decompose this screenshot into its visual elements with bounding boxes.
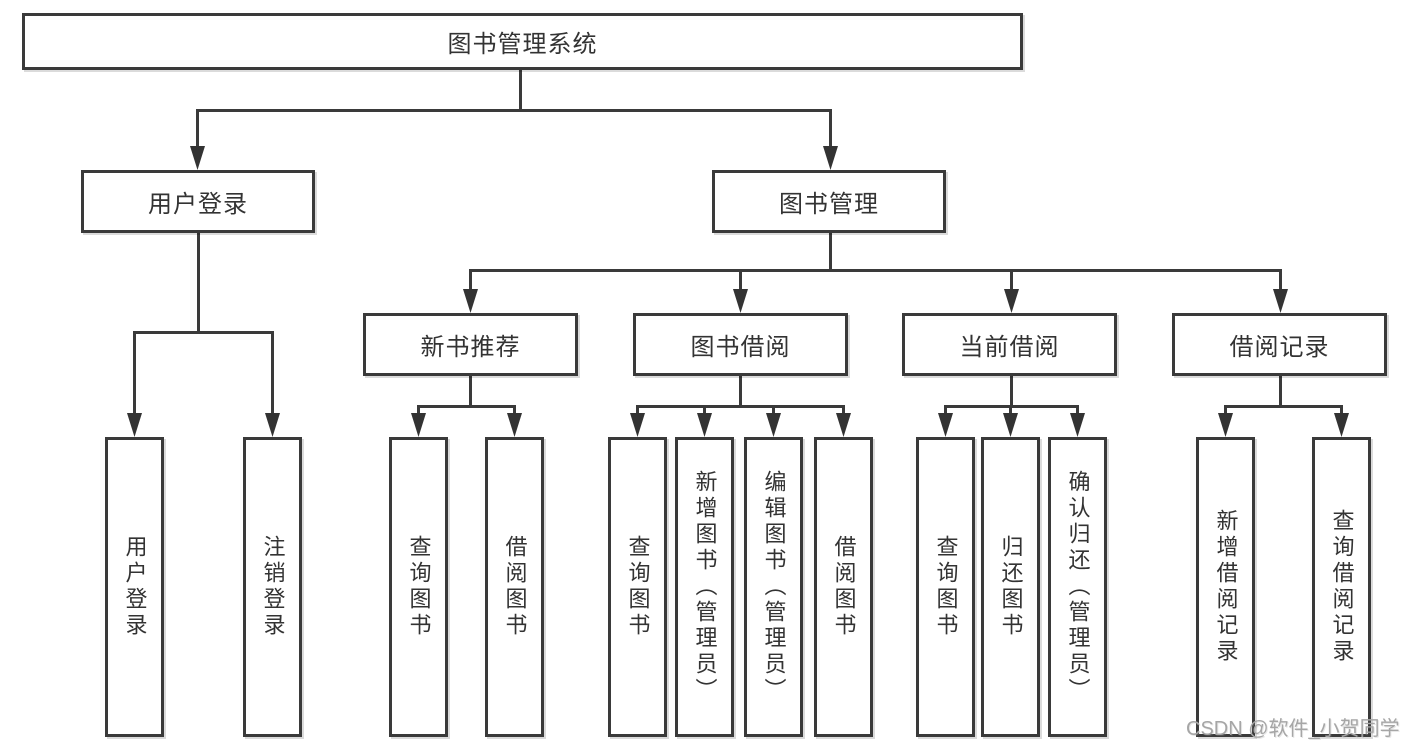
leaf-records-add-record-label: 新增借阅记录 xyxy=(1213,509,1239,665)
node-borrow-records: 借阅记录 xyxy=(1172,313,1387,376)
leaf-records-query-record: 查询借阅记录 xyxy=(1312,437,1371,737)
leaf-recommend-borrow-books: 借阅图书 xyxy=(485,437,544,737)
leaf-borrow-borrow-books: 借阅图书 xyxy=(814,437,873,737)
leaf-borrow-query-books: 查询图书 xyxy=(608,437,667,737)
leaf-logout-label: 注销登录 xyxy=(260,535,286,639)
leaf-borrow-add-books-admin-label: 新增图书（管理员） xyxy=(692,470,718,704)
leaf-borrow-edit-books-admin-label: 编辑图书（管理员） xyxy=(761,470,787,704)
leaf-borrow-edit-books-admin: 编辑图书（管理员） xyxy=(744,437,803,737)
node-current-borrow: 当前借阅 xyxy=(902,313,1117,376)
node-current-borrow-label: 当前借阅 xyxy=(959,334,1060,361)
leaf-current-return-books: 归还图书 xyxy=(981,437,1040,737)
node-book-management-label: 图书管理 xyxy=(779,191,879,218)
node-root: 图书管理系统 xyxy=(22,13,1023,70)
node-new-book-recommend: 新书推荐 xyxy=(363,313,578,376)
leaf-current-return-books-label: 归还图书 xyxy=(998,535,1024,639)
leaf-records-add-record: 新增借阅记录 xyxy=(1196,437,1255,737)
node-new-book-recommend-label: 新书推荐 xyxy=(420,334,521,361)
node-root-label: 图书管理系统 xyxy=(447,31,598,58)
leaf-current-confirm-return-admin-label: 确认归还（管理员） xyxy=(1065,470,1091,704)
node-book-management: 图书管理 xyxy=(712,170,946,233)
leaf-user-login-label: 用户登录 xyxy=(122,535,148,639)
node-user-login-group: 用户登录 xyxy=(81,170,315,233)
leaf-borrow-query-books-label: 查询图书 xyxy=(625,535,651,639)
leaf-borrow-add-books-admin: 新增图书（管理员） xyxy=(675,437,734,737)
leaf-current-query-books: 查询图书 xyxy=(916,437,975,737)
node-borrow-records-label: 借阅记录 xyxy=(1229,334,1330,361)
node-user-login-group-label: 用户登录 xyxy=(148,191,248,218)
leaf-recommend-borrow-books-label: 借阅图书 xyxy=(502,535,528,639)
leaf-records-query-record-label: 查询借阅记录 xyxy=(1329,509,1355,665)
leaf-recommend-query-books-label: 查询图书 xyxy=(406,535,432,639)
leaf-current-query-books-label: 查询图书 xyxy=(933,535,959,639)
watermark: CSDN @软件_小贺同学 xyxy=(1186,718,1400,740)
leaf-borrow-borrow-books-label: 借阅图书 xyxy=(831,535,857,639)
node-book-borrow-label: 图书借阅 xyxy=(690,334,791,361)
leaf-current-confirm-return-admin: 确认归还（管理员） xyxy=(1048,437,1107,737)
leaf-user-login: 用户登录 xyxy=(105,437,164,737)
leaf-recommend-query-books: 查询图书 xyxy=(389,437,448,737)
leaf-logout: 注销登录 xyxy=(243,437,302,737)
node-book-borrow: 图书借阅 xyxy=(633,313,848,376)
